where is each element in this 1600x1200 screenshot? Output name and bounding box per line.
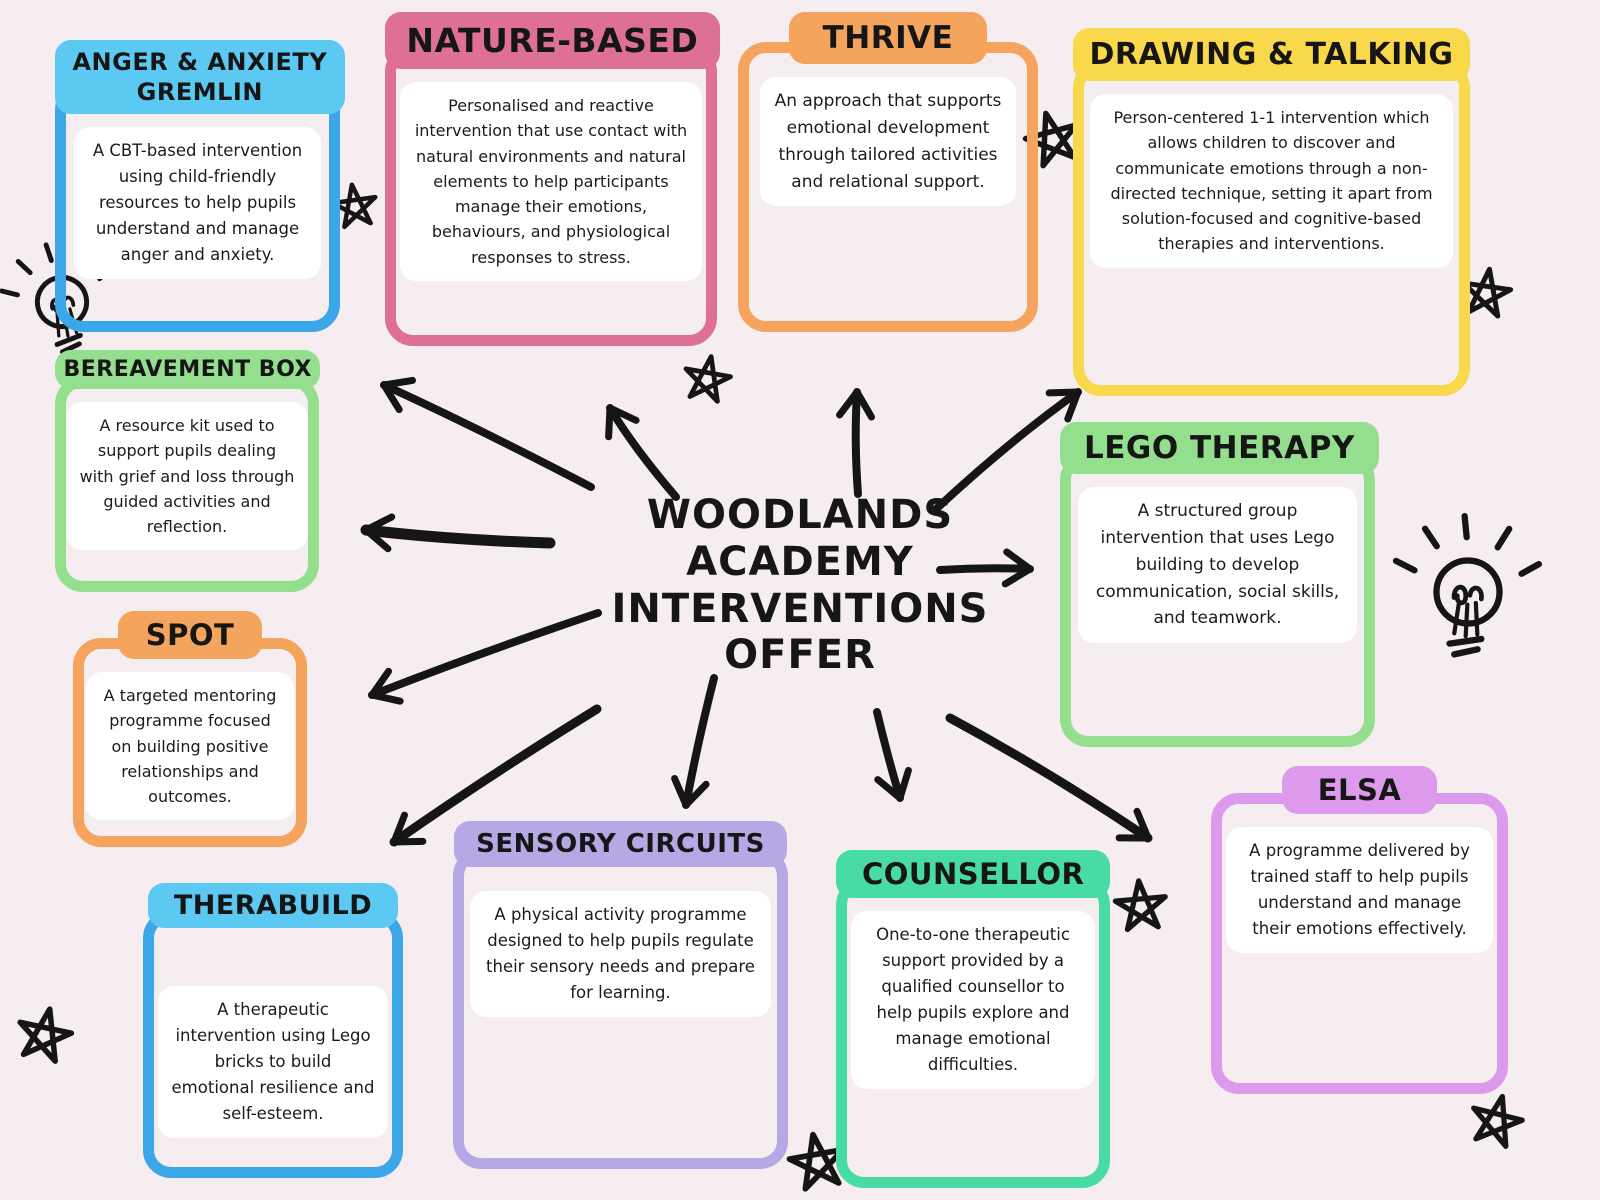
- card-bereavement-box: BEREAVEMENT BOX A resource kit used to s…: [55, 350, 321, 592]
- card-title: THERABUILD: [147, 883, 399, 928]
- arrow-to-sensory-circuits: [671, 674, 718, 809]
- card-title: COUNSELLOR: [836, 850, 1111, 898]
- card-sensory-circuits: SENSORY CIRCUITS A physical activity pro…: [453, 821, 788, 1169]
- card-title: DRAWING & TALKING: [1073, 28, 1471, 81]
- card-nature-based: NATURE-BASED Personalised and reactive i…: [385, 12, 720, 346]
- arrow-to-spot: [368, 609, 602, 705]
- arrow-to-counsellor: [873, 708, 912, 802]
- arrow-to-thrive: [836, 388, 875, 498]
- card-drawing-talking: DRAWING & TALKING Person-centered 1-1 in…: [1073, 28, 1471, 396]
- card-body: A CBT-based intervention using child-fri…: [74, 127, 321, 280]
- arrow-to-drawing-talking: [930, 388, 1082, 515]
- card-body: A targeted mentoring programme focused o…: [86, 672, 294, 821]
- card-thrive: THRIVE An approach that supports emotion…: [738, 12, 1038, 332]
- card-title: ANGER & ANXIETY GREMLIN: [55, 40, 345, 114]
- star-icon: [1467, 1090, 1527, 1148]
- lightbulb-icon: [1391, 513, 1541, 659]
- star-icon: [14, 1004, 76, 1064]
- arrow-to-lego-therapy: [936, 548, 1034, 588]
- center-title: WOODLANDS ACADEMY INTERVENTIONS OFFER: [611, 492, 989, 679]
- card-title: NATURE-BASED: [385, 12, 720, 69]
- card-spot: SPOT A targeted mentoring programme focu…: [73, 611, 307, 847]
- arrow-to-elsa: [945, 713, 1153, 843]
- card-body: Personalised and reactive intervention t…: [400, 82, 702, 281]
- card-body: A structured group intervention that use…: [1078, 487, 1357, 644]
- star-icon: [681, 353, 733, 403]
- star-icon: [1114, 879, 1168, 931]
- card-body: A programme delivered by trained staff t…: [1226, 827, 1493, 954]
- card-title: THRIVE: [788, 12, 988, 64]
- arrow-to-anger-anxiety-gremlin: [380, 376, 595, 491]
- card-body: A therapeutic intervention using Lego br…: [158, 986, 388, 1139]
- card-title: SPOT: [117, 611, 263, 659]
- arrow-to-bereavement-box: [360, 513, 556, 553]
- card-body: An approach that supports emotional deve…: [760, 77, 1016, 207]
- card-title: BEREAVEMENT BOX: [55, 350, 321, 389]
- card-title: ELSA: [1281, 766, 1438, 814]
- card-title: LEGO THERAPY: [1060, 422, 1379, 474]
- card-body: One-to-one therapeutic support provided …: [851, 911, 1095, 1090]
- arrow-to-nature-based: [605, 404, 680, 501]
- card-elsa: ELSA A programme delivered by trained st…: [1211, 766, 1508, 1094]
- arrow-to-therabuild: [389, 704, 602, 847]
- card-therabuild: THERABUILD A therapeutic intervention us…: [143, 883, 403, 1178]
- card-counsellor: COUNSELLOR One-to-one therapeutic suppor…: [836, 850, 1111, 1188]
- card-anger-anxiety-gremlin: ANGER & ANXIETY GREMLIN A CBT-based inte…: [55, 40, 345, 332]
- card-body: A physical activity programme designed t…: [470, 891, 771, 1018]
- card-title: SENSORY CIRCUITS: [453, 821, 788, 867]
- card-lego-therapy: LEGO THERAPY A structured group interven…: [1060, 422, 1379, 747]
- card-body: A resource kit used to support pupils de…: [66, 402, 308, 551]
- card-body: Person-centered 1-1 intervention which a…: [1090, 94, 1453, 268]
